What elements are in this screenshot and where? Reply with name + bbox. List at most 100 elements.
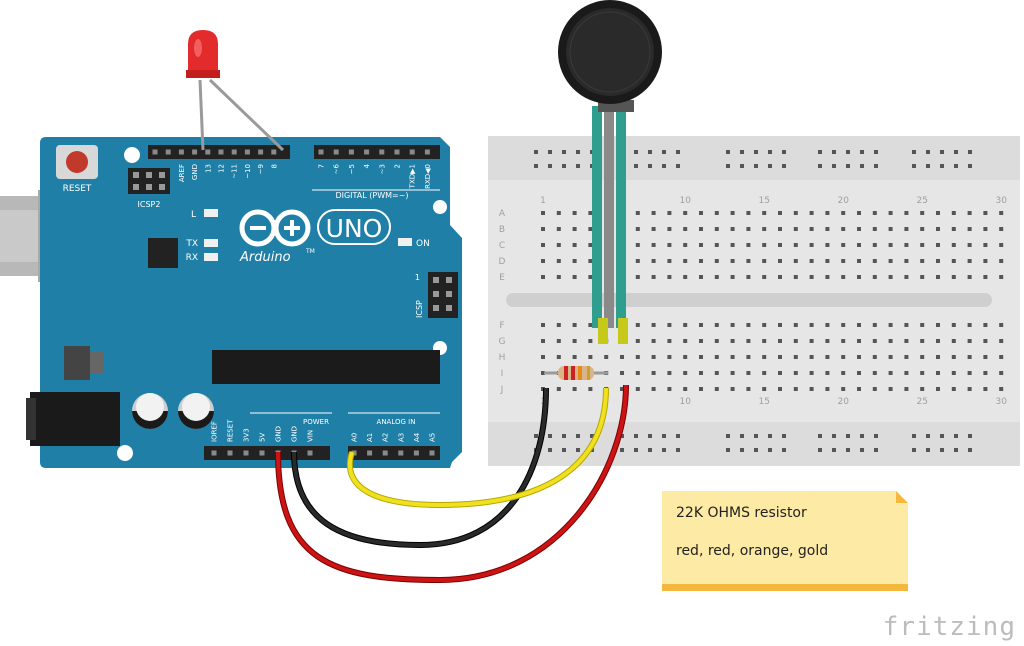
breadboard-hole[interactable] — [762, 259, 767, 263]
rail-hole[interactable] — [968, 434, 972, 438]
breadboard-hole[interactable] — [951, 227, 956, 231]
header-pin[interactable] — [271, 149, 277, 155]
breadboard-hole[interactable] — [983, 227, 988, 231]
breadboard-hole[interactable] — [809, 387, 814, 391]
rail-hole[interactable] — [662, 150, 666, 154]
header-pin[interactable] — [152, 149, 158, 155]
breadboard-hole[interactable] — [999, 371, 1004, 375]
breadboard-hole[interactable] — [699, 371, 703, 375]
breadboard-hole[interactable] — [667, 227, 672, 231]
breadboard-hole[interactable] — [778, 323, 782, 327]
breadboard-hole[interactable] — [967, 371, 972, 375]
breadboard-hole[interactable] — [588, 275, 593, 279]
breadboard-hole[interactable] — [809, 227, 814, 231]
breadboard-hole[interactable] — [746, 243, 751, 247]
header-pin[interactable] — [259, 450, 265, 456]
rail-hole[interactable] — [818, 434, 822, 438]
rail-hole[interactable] — [754, 448, 758, 452]
breadboard-hole[interactable] — [667, 371, 672, 375]
rail-hole[interactable] — [548, 434, 552, 438]
header-pin[interactable] — [394, 149, 400, 155]
breadboard-hole[interactable] — [872, 259, 877, 263]
breadboard-hole[interactable] — [967, 211, 972, 215]
breadboard-hole[interactable] — [857, 355, 861, 359]
rail-hole[interactable] — [768, 434, 772, 438]
rail-hole[interactable] — [634, 164, 638, 168]
breadboard-hole[interactable] — [651, 259, 656, 263]
breadboard-hole[interactable] — [983, 387, 988, 391]
header-pin[interactable] — [192, 149, 198, 155]
breadboard-hole[interactable] — [746, 227, 751, 231]
breadboard-hole[interactable] — [556, 323, 561, 327]
rail-hole[interactable] — [860, 150, 864, 154]
breadboard-hole[interactable] — [714, 387, 719, 391]
rail-hole[interactable] — [818, 448, 822, 452]
breadboard-hole[interactable] — [825, 259, 830, 263]
header-pin[interactable] — [258, 149, 264, 155]
breadboard-hole[interactable] — [809, 211, 814, 215]
breadboard-hole[interactable] — [730, 387, 735, 391]
breadboard-hole[interactable] — [778, 243, 782, 247]
breadboard-hole[interactable] — [999, 259, 1004, 263]
breadboard-hole[interactable] — [588, 227, 593, 231]
breadboard-hole[interactable] — [620, 371, 624, 375]
breadboard-hole[interactable] — [541, 275, 545, 279]
breadboard-hole[interactable] — [983, 323, 988, 327]
breadboard-hole[interactable] — [951, 275, 956, 279]
rail-hole[interactable] — [740, 150, 744, 154]
header-pin[interactable] — [424, 149, 430, 155]
breadboard-hole[interactable] — [683, 211, 688, 215]
breadboard-hole[interactable] — [683, 323, 688, 327]
breadboard-hole[interactable] — [572, 339, 577, 343]
breadboard-hole[interactable] — [635, 227, 640, 231]
breadboard-hole[interactable] — [714, 323, 719, 327]
rail-hole[interactable] — [846, 434, 850, 438]
breadboard-hole[interactable] — [746, 355, 751, 359]
breadboard-hole[interactable] — [762, 211, 767, 215]
rail-hole[interactable] — [782, 448, 786, 452]
breadboard-hole[interactable] — [809, 371, 814, 375]
breadboard-hole[interactable] — [904, 387, 909, 391]
breadboard-hole[interactable] — [951, 355, 956, 359]
breadboard-hole[interactable] — [999, 323, 1004, 327]
rail-hole[interactable] — [874, 434, 878, 438]
breadboard-hole[interactable] — [951, 211, 956, 215]
breadboard-hole[interactable] — [951, 387, 956, 391]
header-pin[interactable] — [231, 149, 237, 155]
breadboard-hole[interactable] — [920, 259, 925, 263]
breadboard-hole[interactable] — [730, 323, 735, 327]
breadboard-hole[interactable] — [983, 243, 988, 247]
breadboard-hole[interactable] — [651, 371, 656, 375]
breadboard-hole[interactable] — [667, 259, 672, 263]
breadboard-hole[interactable] — [920, 355, 925, 359]
breadboard-hole[interactable] — [588, 355, 593, 359]
breadboard-hole[interactable] — [920, 371, 925, 375]
breadboard-hole[interactable] — [904, 243, 909, 247]
breadboard-hole[interactable] — [699, 275, 703, 279]
breadboard-hole[interactable] — [778, 211, 782, 215]
breadboard-hole[interactable] — [651, 211, 656, 215]
header-pin[interactable] — [211, 450, 217, 456]
rail-hole[interactable] — [620, 448, 624, 452]
breadboard-hole[interactable] — [667, 243, 672, 247]
breadboard-hole[interactable] — [888, 387, 893, 391]
breadboard-hole[interactable] — [604, 355, 609, 359]
breadboard-hole[interactable] — [793, 371, 798, 375]
breadboard-hole[interactable] — [872, 275, 877, 279]
rail-hole[interactable] — [548, 448, 552, 452]
breadboard-hole[interactable] — [857, 339, 861, 343]
rail-hole[interactable] — [562, 434, 566, 438]
breadboard-hole[interactable] — [683, 387, 688, 391]
header-pin[interactable] — [243, 450, 249, 456]
rail-hole[interactable] — [818, 164, 822, 168]
header-pin[interactable] — [429, 450, 435, 456]
breadboard-hole[interactable] — [888, 243, 893, 247]
rail-hole[interactable] — [548, 164, 552, 168]
rail-hole[interactable] — [726, 150, 730, 154]
rail-hole[interactable] — [832, 150, 836, 154]
breadboard-hole[interactable] — [730, 355, 735, 359]
breadboard-hole[interactable] — [809, 275, 814, 279]
breadboard-hole[interactable] — [762, 243, 767, 247]
breadboard-hole[interactable] — [983, 355, 988, 359]
breadboard-hole[interactable] — [951, 371, 956, 375]
